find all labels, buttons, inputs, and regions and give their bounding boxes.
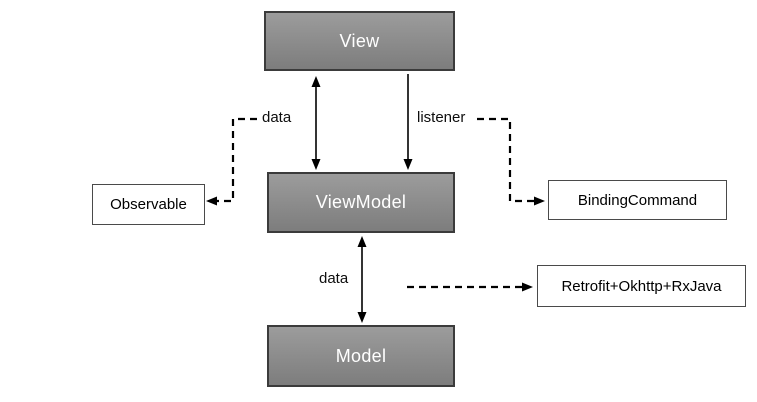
edge-model-retrofit-arrow bbox=[407, 282, 533, 292]
node-viewmodel-label: ViewModel bbox=[315, 192, 407, 212]
node-retrofit: Retrofit+Okhttp+RxJava bbox=[537, 265, 746, 307]
node-viewmodel: ViewModel bbox=[267, 172, 455, 233]
node-observable: Observable bbox=[92, 184, 205, 225]
edge-viewmodel-bindingcommand-arrow bbox=[477, 117, 545, 206]
edge-label-data-bottom: data bbox=[319, 270, 349, 287]
node-view: View bbox=[264, 11, 455, 71]
edge-label-data-top: data bbox=[262, 109, 292, 126]
node-model-label: Model bbox=[335, 345, 387, 366]
node-model: Model bbox=[267, 325, 455, 387]
edge-viewmodel-model-data-arrow bbox=[357, 236, 367, 323]
edge-view-viewmodel-listener-arrow bbox=[403, 74, 413, 170]
edge-viewmodel-observable-arrow bbox=[206, 117, 257, 206]
node-bindingcommand: BindingCommand bbox=[548, 180, 727, 220]
node-view-label: View bbox=[339, 30, 380, 51]
edge-label-listener: listener bbox=[417, 109, 466, 126]
node-observable-label: Observable bbox=[110, 196, 187, 213]
node-bindingcommand-label: BindingCommand bbox=[577, 191, 698, 209]
node-retrofit-label: Retrofit+Okhttp+RxJava bbox=[561, 277, 722, 295]
edge-view-viewmodel-data-arrow bbox=[311, 76, 321, 170]
